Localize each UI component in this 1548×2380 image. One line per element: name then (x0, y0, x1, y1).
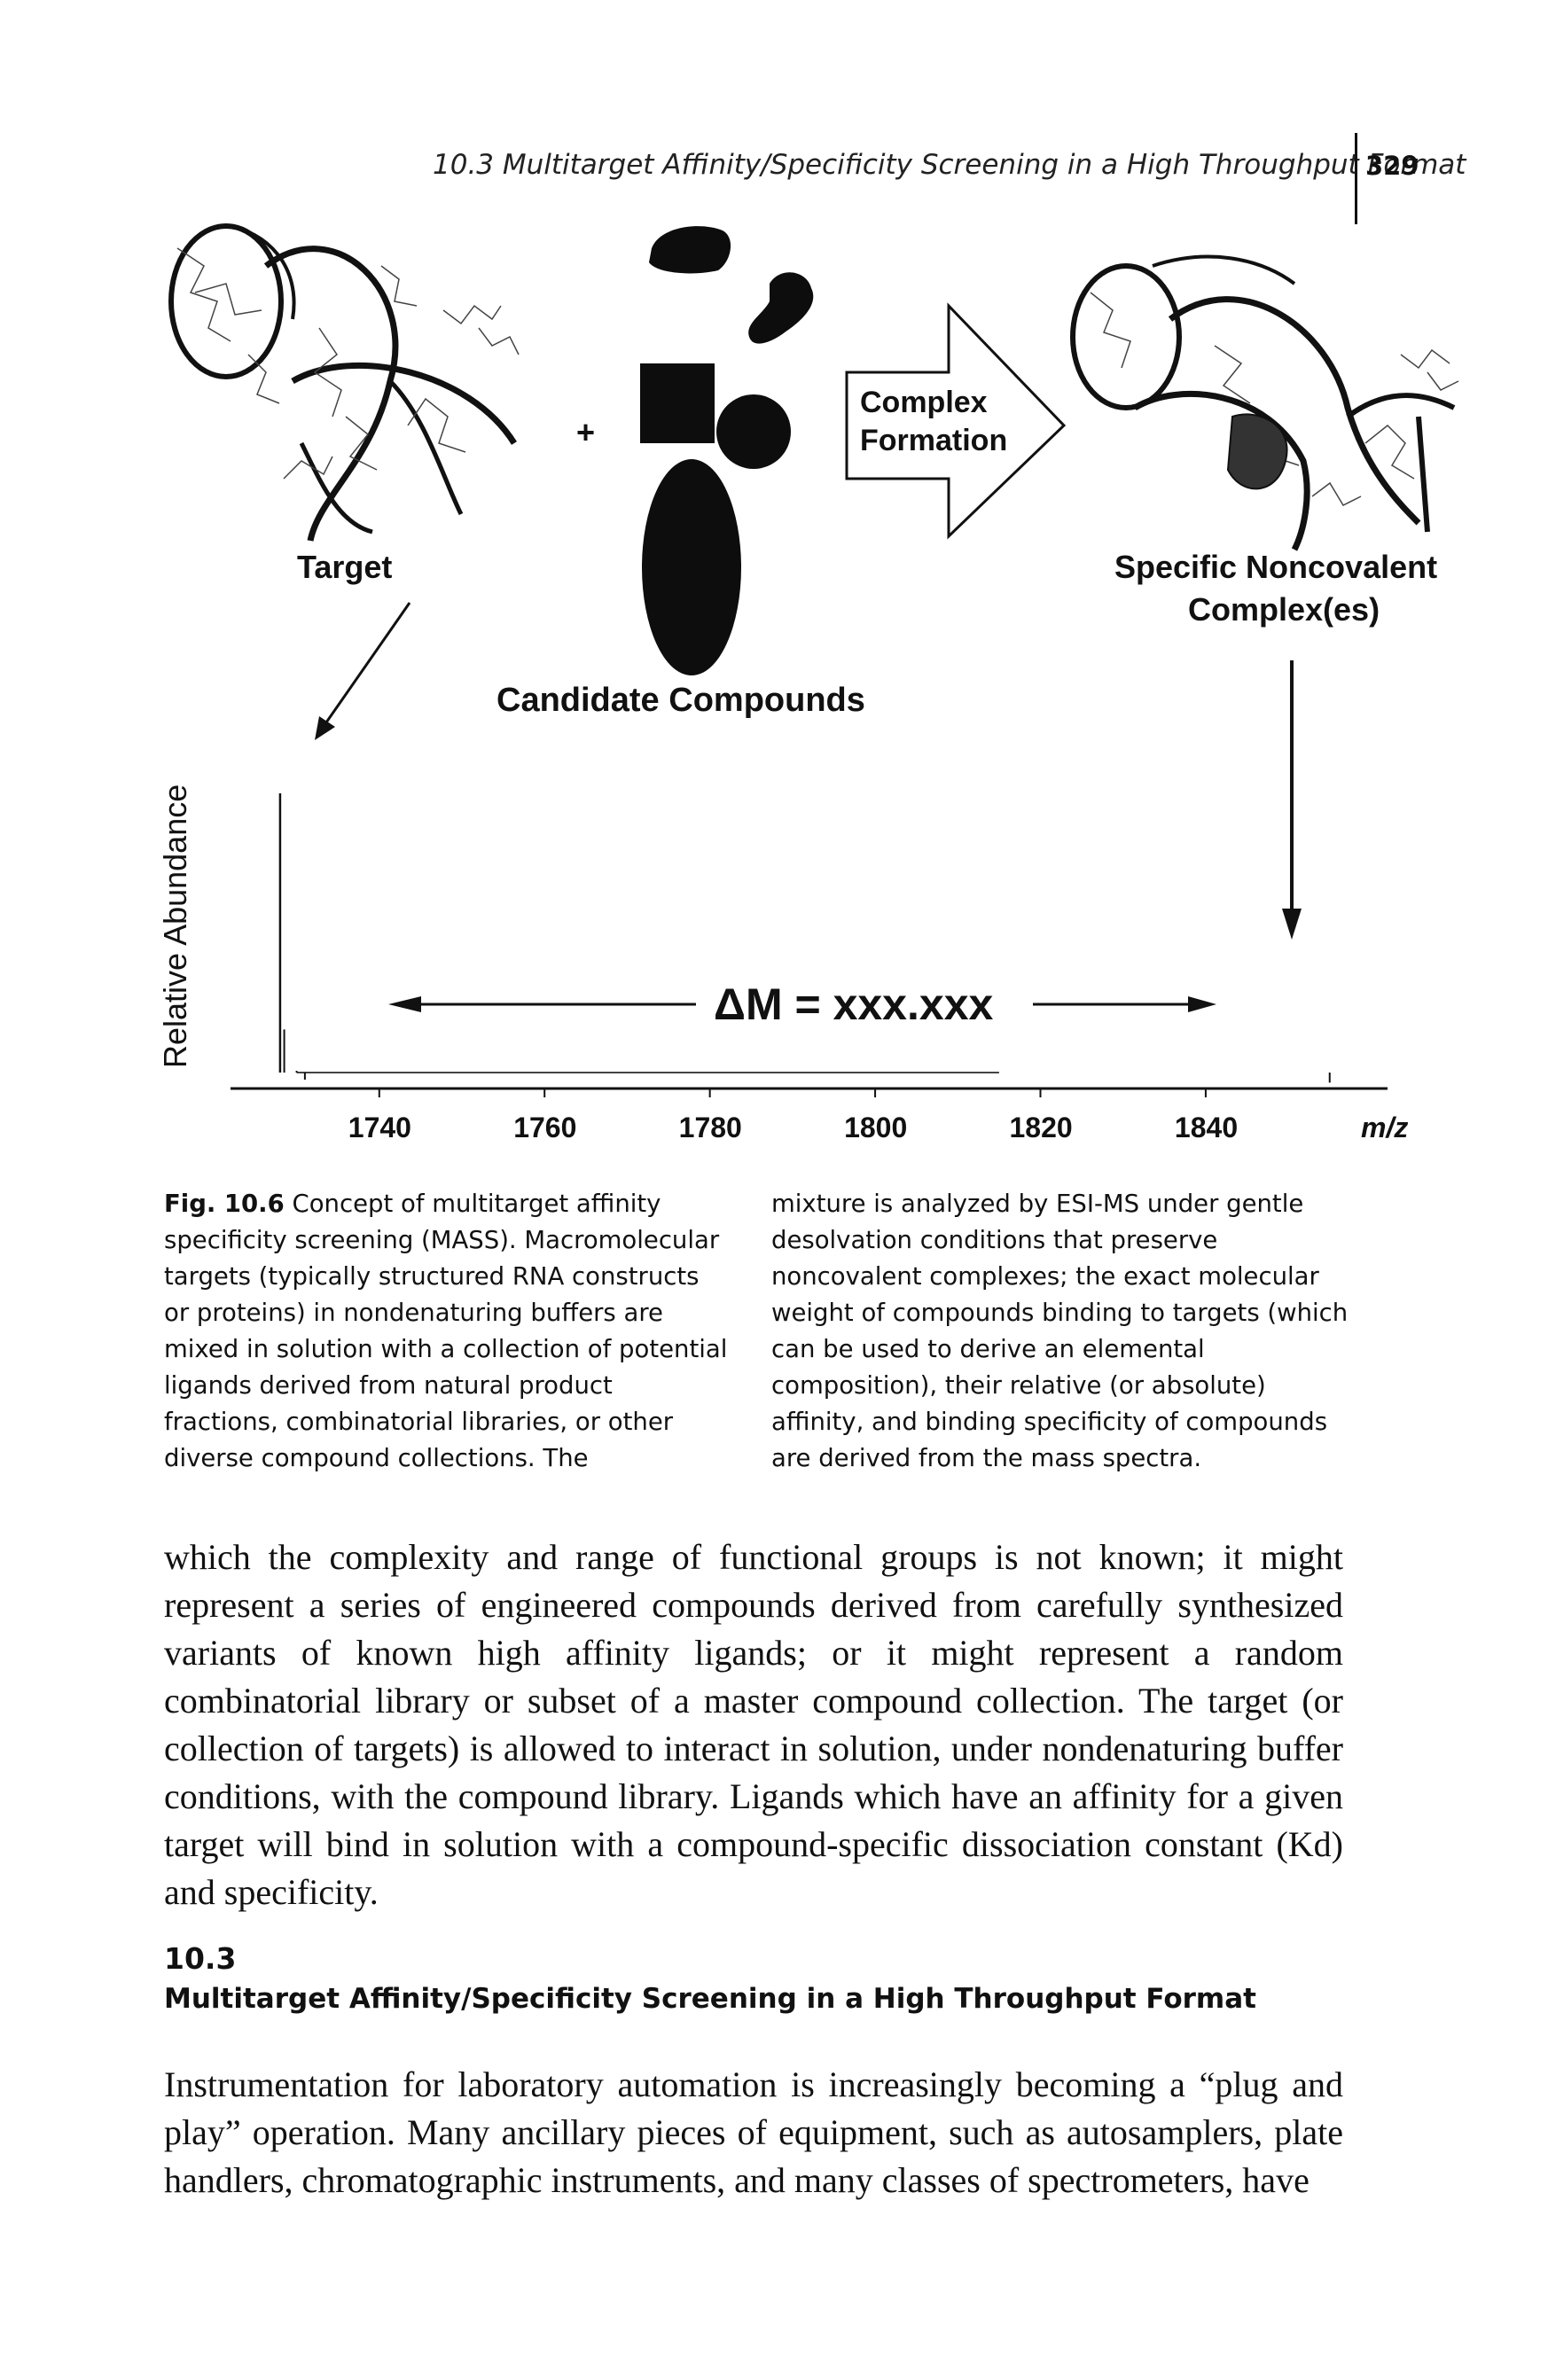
header-divider (1355, 133, 1357, 224)
section-number: 10.3 (164, 1941, 237, 1976)
blob-shape-top (649, 226, 731, 274)
running-header-title: 10.3 Multitarget Affinity/Specificity Sc… (433, 149, 1466, 181)
x-axis-label: m/z (1361, 1112, 1408, 1143)
delta-m-annotation (388, 996, 1216, 1012)
figure-caption-label: Fig. 10.6 (164, 1190, 285, 1218)
target-rna-structure (168, 223, 520, 542)
y-axis-label: Relative Abundance (157, 784, 193, 1068)
specific-complex-label-line1: Specific Noncovalent (1114, 549, 1437, 585)
square-shape (640, 363, 715, 443)
section-title: Multitarget Affinity/Specificity Screeni… (164, 1983, 1256, 2015)
specific-complex-label-line2: Complex(es) (1188, 591, 1380, 628)
delta-m-label: ΔM = xxx.xxx (714, 979, 994, 1029)
target-pointer-arrow (315, 602, 411, 740)
x-tick-label: 1740 (348, 1112, 411, 1143)
figure-caption-right: mixture is analyzed by ESI-MS under gent… (771, 1186, 1356, 1477)
x-tick-label: 1800 (844, 1112, 907, 1143)
complex-rna-structure (1070, 254, 1459, 551)
mass-spectrum-plot: 1740 1760 1780 1800 1820 1840 m/z (231, 793, 1408, 1143)
figure-caption-left-text: Concept of multitarget affinity specific… (164, 1190, 728, 1472)
complex-formation-label-line2: Formation (860, 424, 1007, 457)
figure-caption-left: Fig. 10.6 Concept of multitarget affinit… (164, 1186, 731, 1477)
figure: + Complex Formation (0, 0, 1548, 1179)
blob-shape-small (748, 272, 814, 344)
complex-formation-arrow (845, 302, 1067, 540)
x-tick-label: 1820 (1010, 1112, 1073, 1143)
complex-formation-label-line1: Complex (860, 386, 988, 419)
body-paragraph-1: which the complexity and range of functi… (164, 1537, 1343, 1912)
oval-shape (642, 459, 741, 675)
body-paragraph-2: Instrumentation for laboratory automatio… (164, 2064, 1343, 2200)
complex-pointer-arrow (1282, 660, 1302, 940)
x-tick-label: 1760 (513, 1112, 576, 1143)
page-number: 329 (1365, 151, 1419, 181)
candidate-compounds-label: Candidate Compounds (496, 682, 865, 719)
candidate-compound-shapes (640, 226, 814, 675)
figure-caption-right-text: mixture is analyzed by ESI-MS under gent… (771, 1190, 1349, 1472)
plus-sign: + (576, 414, 595, 450)
figure-illustration: + Complex Formation (157, 223, 1459, 1143)
x-tick-label: 1840 (1175, 1112, 1238, 1143)
circle-shape (716, 394, 791, 469)
target-label: Target (297, 549, 392, 585)
x-tick-label: 1780 (679, 1112, 742, 1143)
